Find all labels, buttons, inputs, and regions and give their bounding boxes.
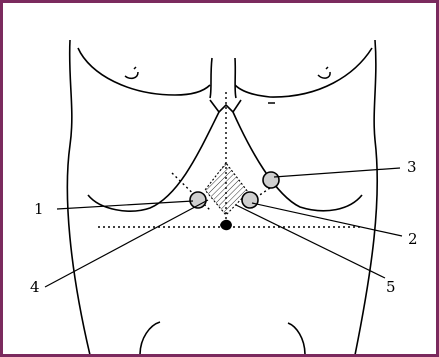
- left-hip-line: [140, 322, 160, 354]
- torso-right-outline: [355, 40, 377, 354]
- torso-left-outline: [67, 40, 90, 354]
- abdominal-port-diagram: 1 2 3 4 5: [3, 3, 436, 354]
- right-hip-line: [288, 323, 305, 354]
- right-pectoral-line: [235, 48, 372, 97]
- left-pectoral-line: [78, 48, 210, 95]
- neck-left: [210, 58, 212, 98]
- neck-right: [235, 58, 236, 98]
- left-nipple: [125, 67, 138, 78]
- leader-1: [57, 201, 193, 209]
- xiphoid: [210, 100, 241, 112]
- right-nipple: [318, 67, 330, 78]
- leader-4: [45, 200, 208, 287]
- port-2: [242, 192, 258, 208]
- label-4: 4: [30, 278, 40, 296]
- leader-3: [274, 168, 400, 177]
- label-2: 2: [408, 230, 418, 248]
- label-1: 1: [34, 200, 44, 218]
- label-3: 3: [407, 158, 417, 176]
- label-5: 5: [386, 278, 396, 296]
- leader-2: [252, 203, 402, 236]
- port-3: [263, 172, 279, 188]
- umbilicus: [220, 220, 232, 231]
